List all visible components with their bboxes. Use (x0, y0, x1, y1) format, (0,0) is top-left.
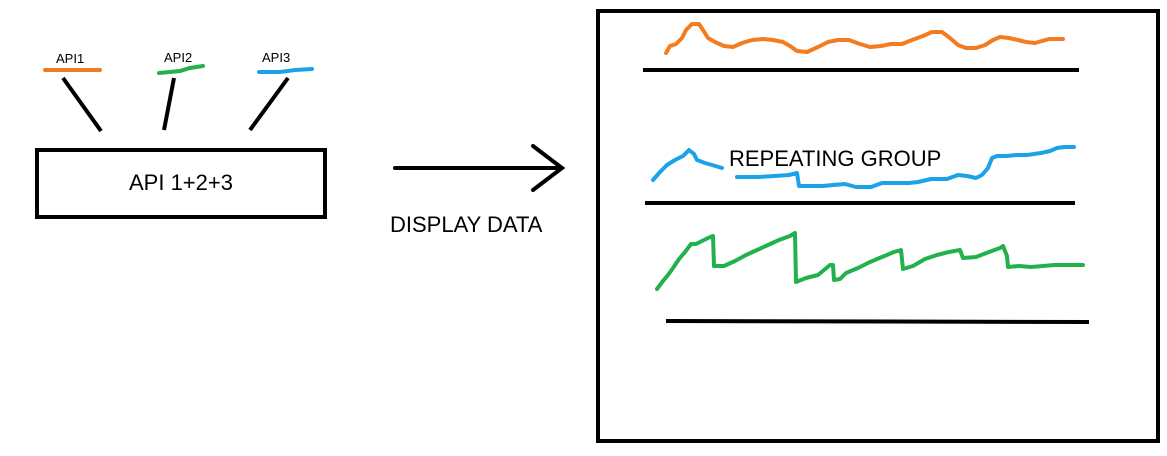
api3-label: API3 (262, 50, 291, 65)
combined-api-label: API 1+2+3 (129, 170, 233, 195)
api1-label: API1 (56, 51, 85, 66)
row3-divider (665, 319, 1090, 324)
api3-connector (248, 76, 290, 132)
api2-series-line (655, 231, 1085, 291)
api3-series-line-b (735, 145, 1076, 189)
api1-connector (61, 76, 103, 133)
api2-label: API2 (164, 50, 193, 65)
api1-series-line (664, 22, 1065, 55)
repeating-group-label: REPEATING GROUP (729, 146, 942, 171)
combined-api-box: API 1+2+3 (35, 148, 327, 219)
api3-series-line-a (651, 148, 724, 182)
arrow-label: DISPLAY DATA (390, 212, 543, 237)
repeating-group-frame (596, 9, 1160, 443)
api3-stroke (257, 67, 314, 74)
arrow-right-icon (393, 144, 566, 192)
api2-stroke (157, 64, 205, 75)
api2-connector (162, 77, 176, 131)
